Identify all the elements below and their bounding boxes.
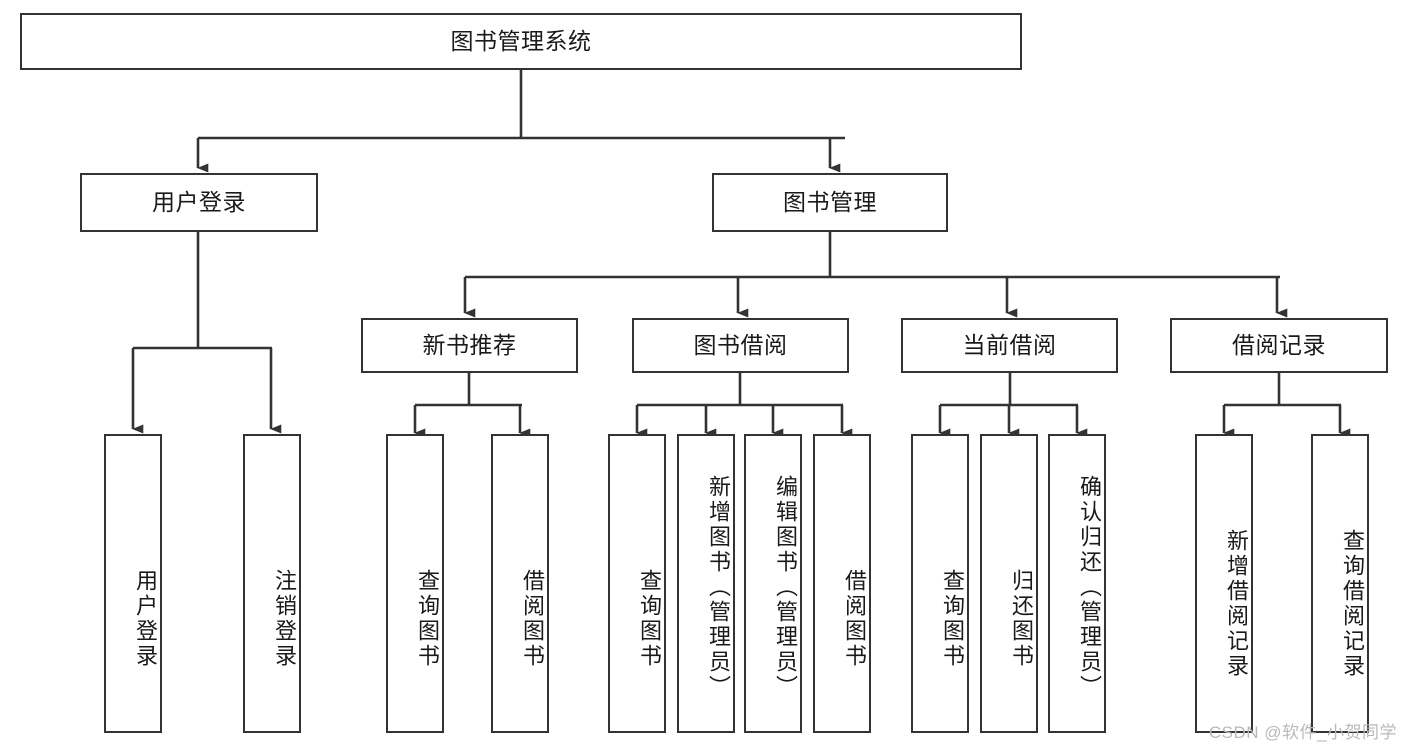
node-leaf-borrow-book-b-label: 借阅图书 [842,568,867,669]
node-leaf-query-book-a[interactable]: 查询图书 [386,434,444,733]
node-new-book-rec[interactable]: 新书推荐 [361,318,578,373]
node-leaf-edit-book[interactable]: 编辑图书（管理员） [744,434,802,733]
node-leaf-logout-label: 注销登录 [272,568,297,669]
node-leaf-return-book-label: 归还图书 [1009,568,1034,669]
node-leaf-borrow-book-a[interactable]: 借阅图书 [491,434,549,733]
node-leaf-query-book-c-label: 查询图书 [940,568,965,669]
node-leaf-query-book-b[interactable]: 查询图书 [608,434,666,733]
node-borrow-record-label: 借阅记录 [1232,331,1326,358]
node-book-manage-label: 图书管理 [783,188,877,215]
node-leaf-query-book-b-label: 查询图书 [637,568,662,669]
node-leaf-confirm-return-label: 确认归还（管理员） [1077,475,1102,700]
node-current-borrow[interactable]: 当前借阅 [901,318,1118,373]
node-borrow-record[interactable]: 借阅记录 [1170,318,1388,373]
node-user-login[interactable]: 用户登录 [80,173,318,232]
node-book-borrow[interactable]: 图书借阅 [632,318,849,373]
watermark-text: CSDN @软件_小贺同学 [1208,723,1397,742]
node-leaf-user-login[interactable]: 用户登录 [104,434,162,733]
node-book-manage[interactable]: 图书管理 [712,173,948,232]
node-root-label: 图书管理系统 [450,27,592,54]
node-book-borrow-label: 图书借阅 [693,331,788,358]
node-leaf-return-book[interactable]: 归还图书 [980,434,1038,733]
node-leaf-query-book-a-label: 查询图书 [415,568,440,669]
node-user-login-label: 用户登录 [152,188,246,215]
node-leaf-user-login-label: 用户登录 [133,568,158,669]
node-leaf-query-book-c[interactable]: 查询图书 [911,434,969,733]
node-leaf-borrow-book-b[interactable]: 借阅图书 [813,434,871,733]
node-leaf-add-record-label: 新增借阅记录 [1224,528,1249,679]
node-new-book-rec-label: 新书推荐 [422,331,517,358]
node-leaf-add-record[interactable]: 新增借阅记录 [1195,434,1253,733]
node-leaf-logout[interactable]: 注销登录 [243,434,301,733]
node-leaf-edit-book-label: 编辑图书（管理员） [773,475,798,700]
node-root[interactable]: 图书管理系统 [20,13,1022,70]
node-leaf-borrow-book-a-label: 借阅图书 [520,568,545,669]
node-leaf-confirm-return[interactable]: 确认归还（管理员） [1048,434,1106,733]
node-leaf-query-record[interactable]: 查询借阅记录 [1311,434,1369,733]
node-leaf-query-record-label: 查询借阅记录 [1340,528,1365,679]
node-current-borrow-label: 当前借阅 [962,331,1057,358]
node-leaf-add-book-label: 新增图书（管理员） [706,475,731,700]
node-leaf-add-book[interactable]: 新增图书（管理员） [677,434,735,733]
